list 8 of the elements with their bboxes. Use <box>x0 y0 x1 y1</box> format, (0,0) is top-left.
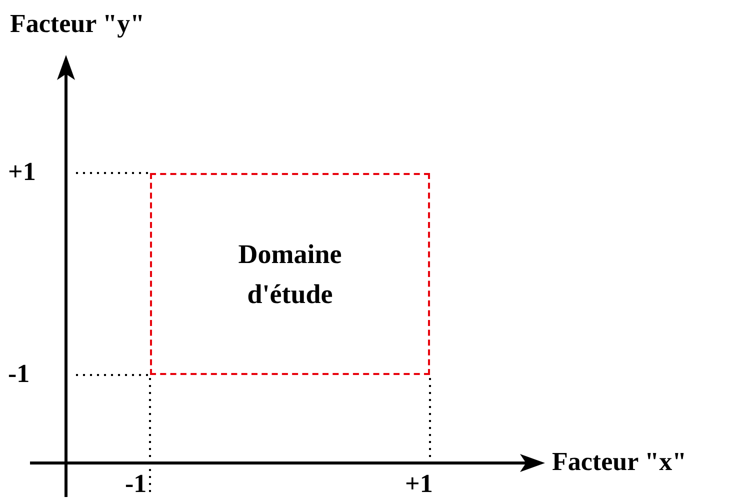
dashed-region <box>150 173 430 375</box>
tick-label: -1 <box>8 359 30 388</box>
axis-title: Facteur "y" <box>10 9 145 38</box>
axis-title: Facteur "x" <box>552 447 687 476</box>
tick-label: +1 <box>8 157 36 186</box>
region-label: Domaine d'étude <box>237 238 343 311</box>
tick-label: +1 <box>405 469 433 498</box>
tick-label: -1 <box>125 469 147 498</box>
